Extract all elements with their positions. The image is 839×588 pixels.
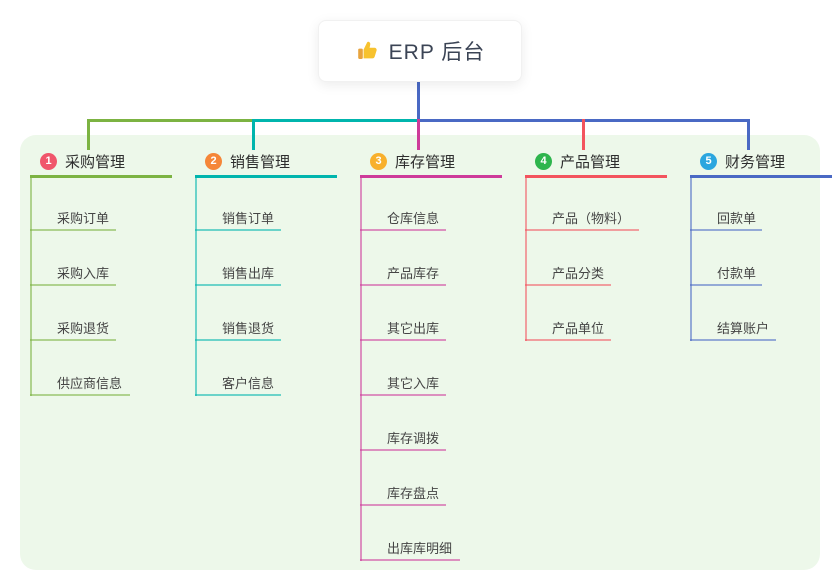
branch-4-child-1-underline — [525, 229, 639, 231]
branch-3-header[interactable]: 3 库存管理 — [370, 150, 455, 172]
root-label: ERP 后台 — [388, 41, 486, 64]
branch-2-child-3-underline — [195, 339, 281, 341]
branch-1-underline — [30, 175, 172, 178]
branch-5-child-1[interactable]: 回款单 — [717, 211, 757, 226]
branch-3-child-2[interactable]: 产品库存 — [387, 266, 440, 281]
branch-3-child-5-underline — [360, 449, 446, 451]
branches-panel — [20, 135, 820, 570]
branch-2-spine-line — [195, 178, 197, 396]
branch-3-child-6[interactable]: 库存盘点 — [387, 486, 440, 501]
branch-1-child-4-underline — [30, 394, 130, 396]
branch-2-child-2[interactable]: 销售出库 — [222, 266, 275, 281]
branch-3-child-1[interactable]: 仓库信息 — [387, 211, 440, 226]
branch-3-underline — [360, 175, 502, 178]
branch-1-child-2-underline — [30, 284, 116, 286]
branch-drop-line — [87, 119, 90, 150]
branch-3-badge-icon: 3 — [370, 152, 387, 170]
branch-3-child-3[interactable]: 其它出库 — [387, 321, 440, 336]
branch-3-child-7[interactable]: 出库库明细 — [387, 541, 453, 556]
branch-3-child-7-underline — [360, 559, 460, 561]
branch-drop-line — [582, 119, 585, 150]
branch-4-badge-icon: 4 — [535, 152, 552, 170]
branch-5-label: 财务管理 — [725, 153, 786, 171]
branch-4-child-2-underline — [525, 284, 611, 286]
thumbs-up-icon — [355, 39, 379, 63]
branch-3-child-5[interactable]: 库存调拨 — [387, 431, 440, 446]
branch-1-child-3-underline — [30, 339, 116, 341]
branch-2-child-3[interactable]: 销售退货 — [222, 321, 275, 336]
branch-5-badge-icon: 5 — [700, 152, 717, 170]
branch-1-child-4[interactable]: 供应商信息 — [57, 376, 123, 391]
branch-2-header[interactable]: 2 销售管理 — [205, 150, 290, 172]
branch-2-child-1[interactable]: 销售订单 — [222, 211, 275, 226]
branch-2-badge-icon: 2 — [205, 152, 222, 170]
branch-4-child-3[interactable]: 产品单位 — [552, 321, 605, 336]
branch-1-child-3[interactable]: 采购退货 — [57, 321, 110, 336]
branch-2-label: 销售管理 — [230, 153, 291, 171]
branch-drop-line — [252, 119, 255, 150]
branch-2-child-2-underline — [195, 284, 281, 286]
branch-1-child-1-underline — [30, 229, 116, 231]
branch-3-spine-line — [360, 178, 362, 561]
bus-segment-line — [87, 119, 252, 122]
branch-2-child-4[interactable]: 客户信息 — [222, 376, 275, 391]
branch-5-child-3-underline — [690, 339, 776, 341]
branch-2-child-4-underline — [195, 394, 281, 396]
branch-3-child-4-underline — [360, 394, 446, 396]
branch-4-child-3-underline — [525, 339, 611, 341]
root-connector-line — [417, 82, 420, 122]
branch-5-underline — [690, 175, 832, 178]
branch-2-underline — [195, 175, 337, 178]
branch-3-child-3-underline — [360, 339, 446, 341]
branch-3-child-2-underline — [360, 284, 446, 286]
bus-segment-line — [252, 119, 417, 122]
branch-5-header[interactable]: 5 财务管理 — [700, 150, 785, 172]
branch-1-spine-line — [30, 178, 32, 396]
branch-3-child-1-underline — [360, 229, 446, 231]
branch-1-child-2[interactable]: 采购入库 — [57, 266, 110, 281]
branch-1-header[interactable]: 1 采购管理 — [40, 150, 125, 172]
branch-5-child-3[interactable]: 结算账户 — [717, 321, 770, 336]
branch-5-child-2[interactable]: 付款单 — [717, 266, 757, 281]
branch-drop-line — [747, 119, 750, 150]
branch-1-badge-icon: 1 — [40, 152, 57, 170]
branch-drop-line — [417, 119, 420, 150]
branch-5-child-1-underline — [690, 229, 762, 231]
branch-2-child-1-underline — [195, 229, 281, 231]
branch-4-label: 产品管理 — [560, 153, 621, 171]
root-node[interactable]: ERP 后台 — [318, 20, 522, 82]
branch-4-child-1[interactable]: 产品（物料） — [552, 211, 631, 226]
branch-1-label: 采购管理 — [65, 153, 126, 171]
branch-3-child-4[interactable]: 其它入库 — [387, 376, 440, 391]
branch-4-underline — [525, 175, 667, 178]
branch-5-spine-line — [690, 178, 692, 341]
branch-1-child-1[interactable]: 采购订单 — [57, 211, 110, 226]
branch-5-child-2-underline — [690, 284, 762, 286]
branch-4-child-2[interactable]: 产品分类 — [552, 266, 605, 281]
branch-4-header[interactable]: 4 产品管理 — [535, 150, 620, 172]
branch-3-label: 库存管理 — [395, 153, 456, 171]
branch-3-child-6-underline — [360, 504, 446, 506]
branch-4-spine-line — [525, 178, 527, 341]
